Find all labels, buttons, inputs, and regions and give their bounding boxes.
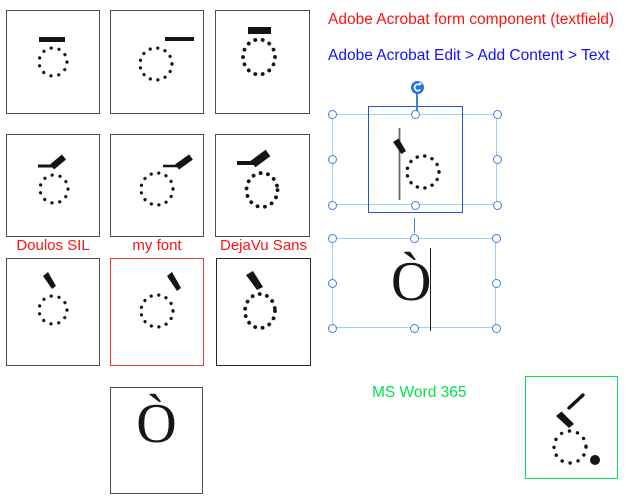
grave-mark-icon <box>43 272 56 289</box>
selection-handle[interactable] <box>327 155 337 164</box>
selection-handle[interactable] <box>491 233 501 243</box>
specimen-precomposed-o-grave: Ò <box>110 387 203 494</box>
grave-mark-icon <box>556 411 574 428</box>
acrobat-textbox-1[interactable] <box>368 106 463 213</box>
specimen-myfont-macron <box>110 10 204 114</box>
specimen-dejavu-grave <box>216 258 311 366</box>
selection-handle[interactable] <box>491 323 501 333</box>
dotted-circle-icon <box>244 171 280 209</box>
dotted-circle-icon <box>138 46 174 82</box>
grave-mark-icon <box>393 138 406 154</box>
selection-handle[interactable] <box>410 109 420 119</box>
ms-word-sample-box <box>525 376 618 479</box>
specimen-myfont-grave-highlighted <box>110 258 204 366</box>
specimen-dejavu-macron <box>215 10 310 114</box>
selection-handle[interactable] <box>492 200 502 210</box>
rotate-handle[interactable] <box>410 80 424 94</box>
macron-mark-icon <box>39 37 65 42</box>
o-grave-letter[interactable]: Ò <box>391 251 432 313</box>
rotate-icon <box>413 81 422 92</box>
macron-acute-mark-icon <box>175 154 193 170</box>
macron-acute-mark-icon <box>250 149 271 168</box>
ms-word-note: MS Word 365 <box>372 384 467 401</box>
selection-handle[interactable] <box>327 233 337 243</box>
dotted-circle-icon <box>139 293 175 329</box>
dotted-circle-icon <box>241 37 277 77</box>
macron-mark-icon <box>165 37 194 41</box>
text-cursor <box>429 248 432 331</box>
dotted-circle-icon <box>552 429 588 465</box>
grave-mark-icon <box>167 272 181 291</box>
rotate-handle-stem <box>416 93 418 114</box>
selection-handle[interactable] <box>492 109 502 119</box>
selection-handle[interactable] <box>410 200 420 210</box>
dotted-circle-icon <box>243 292 277 330</box>
selection-handle[interactable] <box>327 109 337 119</box>
o-grave-letter: Ò <box>136 393 177 455</box>
dotted-circle-icon <box>37 294 69 326</box>
selection-handle[interactable] <box>409 233 419 243</box>
font-label-myfont: my font <box>132 237 182 254</box>
specimen-doulos-macron-acute <box>6 134 100 237</box>
acrobat-form-note: Adobe Acrobat form component (textfield) <box>328 11 615 28</box>
acrobat-edit-note: Adobe Acrobat Edit > Add Content > Text <box>328 47 610 64</box>
font-label-dejavu: DejaVu Sans <box>220 237 307 254</box>
selection-handle[interactable] <box>327 200 337 210</box>
selection-handle[interactable] <box>327 323 337 333</box>
dotted-circle-icon <box>139 171 175 207</box>
grave-mark-icon <box>246 271 263 290</box>
period-dot-icon <box>590 455 600 465</box>
dotted-circle-icon <box>405 154 441 190</box>
dotted-circle-icon <box>38 173 70 205</box>
dotted-circle-icon <box>37 46 69 78</box>
acute-mark-icon <box>567 393 585 410</box>
specimen-dejavu-macron-acute <box>215 134 310 237</box>
font-label-doulos: Doulos SIL <box>16 237 90 254</box>
selection-handle[interactable] <box>492 155 502 164</box>
specimen-doulos-macron <box>6 10 100 114</box>
selection-handle[interactable] <box>491 278 501 288</box>
specimen-doulos-grave <box>6 258 100 366</box>
specimen-myfont-macron-acute <box>110 134 204 237</box>
selection-handle[interactable] <box>327 278 337 288</box>
macron-acute-mark-icon <box>49 154 67 170</box>
macron-mark-icon <box>248 27 271 34</box>
selection-handle[interactable] <box>409 323 419 333</box>
rotate-handle-stem <box>413 218 416 233</box>
